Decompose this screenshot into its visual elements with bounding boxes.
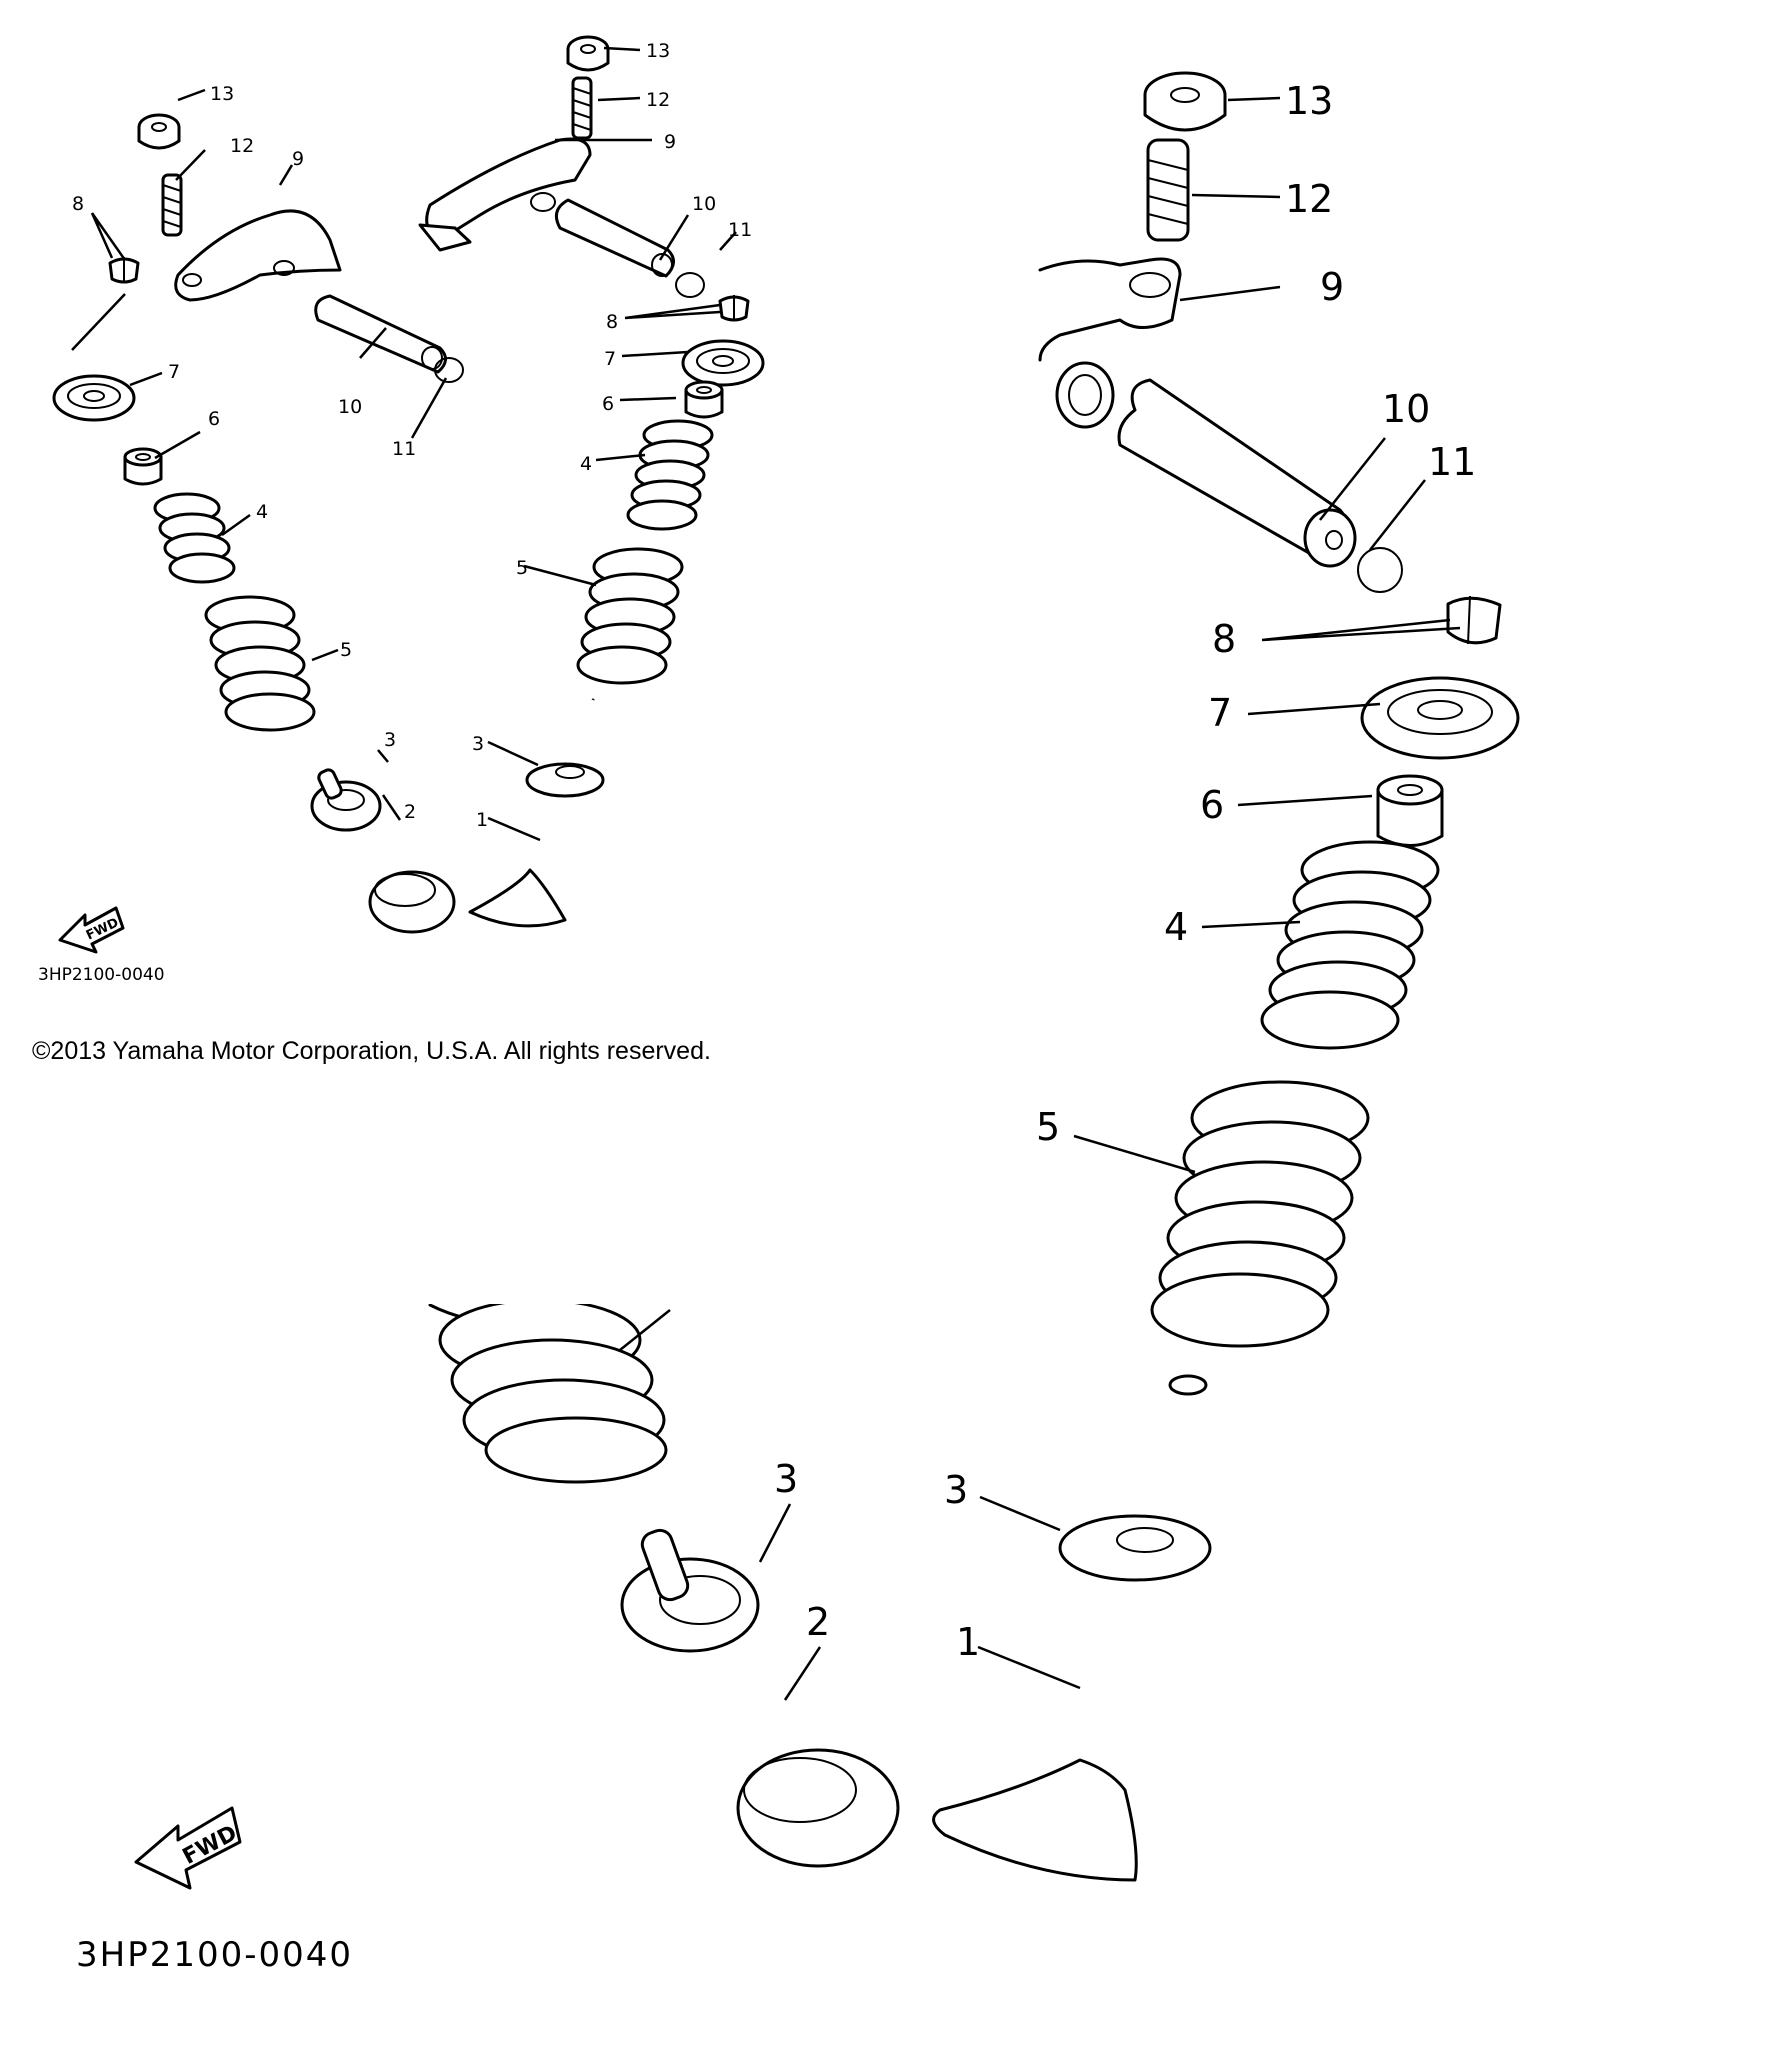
callout-9-left: 9 (292, 148, 304, 170)
stud-12-zoom (1146, 138, 1190, 242)
spring-5-right (576, 547, 684, 685)
callout-12-zoom: 12 (1285, 177, 1333, 221)
valve-2-zoom (620, 1528, 900, 1868)
callout-13-right: 13 (646, 40, 670, 62)
callout-7-left: 7 (168, 361, 180, 383)
retainer-7-right (681, 339, 765, 387)
nut-13-zoom (1143, 71, 1227, 132)
overview-diagram: FWD 13 12 9 8 7 6 4 5 (38, 35, 765, 985)
callout-12-left: 12 (230, 135, 254, 157)
callout-8-zoom: 8 (1212, 617, 1236, 661)
callout-5-left: 5 (340, 639, 352, 661)
callout-6-left: 6 (208, 408, 220, 430)
fwd-arrow-large: FWD (134, 1806, 242, 1890)
callout-9-zoom: 9 (1320, 265, 1344, 309)
callout-13-zoom: 13 (1285, 79, 1333, 123)
nut-13-right (566, 35, 610, 72)
shaft-10-right (554, 198, 675, 278)
callout-11-left: 11 (392, 438, 416, 460)
callout-10-left: 10 (338, 396, 362, 418)
seal-6-zoom (1376, 774, 1444, 847)
valve-2-left (310, 768, 456, 934)
callout-4-zoom: 4 (1164, 905, 1188, 949)
rocker-arm-9-left (174, 209, 342, 302)
retainer-7-zoom (1360, 676, 1520, 760)
rocker-arm-9-zoom (1038, 257, 1182, 362)
callout-5-zoom: 5 (1036, 1105, 1060, 1149)
callout-2-left: 2 (404, 801, 416, 823)
spring-4-left (153, 492, 236, 584)
fwd-arrow-small: FWD (58, 906, 125, 954)
callout-8-left: 8 (72, 193, 84, 215)
retainer-7-left (52, 374, 136, 422)
callout-3-left: 3 (384, 729, 396, 751)
callout-6-right: 6 (602, 393, 614, 415)
nut-13-left (137, 113, 181, 150)
callout-13-left: 13 (210, 83, 234, 105)
callout-10-right: 10 (692, 193, 716, 215)
callout-1-right: 1 (476, 809, 488, 831)
callout-7-right: 7 (604, 348, 616, 370)
callout-4-right: 4 (580, 453, 592, 475)
stud-12-right (571, 76, 593, 140)
callout-1-zoom: 1 (956, 1620, 980, 1664)
spring-4-right (626, 419, 714, 531)
zoom-diagram: FWD 13 12 9 10 11 8 7 6 4 5 3 1 3 2 3HP2… (76, 71, 1520, 1975)
callout-9-right: 9 (664, 131, 676, 153)
callout-5-right: 5 (516, 557, 528, 579)
seal-6-left (123, 447, 163, 486)
valve-1-right (468, 698, 605, 928)
callout-8-right: 8 (606, 311, 618, 333)
callout-6-zoom: 6 (1200, 783, 1224, 827)
diagram-code-small: 3HP2100-0040 (38, 965, 165, 985)
callout-3-right: 3 (472, 733, 484, 755)
callout-11-right: 11 (728, 219, 752, 241)
spring-5-cropped (428, 1298, 668, 1484)
callout-3-zoom-left: 3 (774, 1457, 798, 1501)
callout-4-left: 4 (256, 501, 268, 523)
seal-6-right (684, 380, 724, 419)
oring-11-right (675, 272, 705, 298)
callout-2-zoom: 2 (806, 1600, 830, 1644)
spring-5-left (204, 595, 316, 732)
callout-10-zoom: 10 (1382, 387, 1430, 431)
stud-12-left (161, 173, 183, 237)
callout-11-zoom: 11 (1428, 440, 1476, 484)
oring-11-zoom (1357, 547, 1403, 593)
shaft-10-zoom (1117, 378, 1357, 568)
keeper-8-left (108, 255, 140, 285)
spring-4-zoom (1260, 840, 1440, 1050)
copyright-notice: ©2013 Yamaha Motor Corporation, U.S.A. A… (32, 1037, 711, 1065)
valve-1-zoom (932, 1374, 1212, 1882)
spring-5-zoom (1150, 1080, 1370, 1348)
keeper-8-right (718, 293, 750, 323)
callout-12-right: 12 (646, 89, 670, 111)
keeper-8-zoom (1446, 595, 1502, 645)
callout-7-zoom: 7 (1208, 691, 1232, 735)
callout-3-zoom-right: 3 (944, 1468, 968, 1512)
diagram-code-large: 3HP2100-0040 (76, 1935, 353, 1975)
